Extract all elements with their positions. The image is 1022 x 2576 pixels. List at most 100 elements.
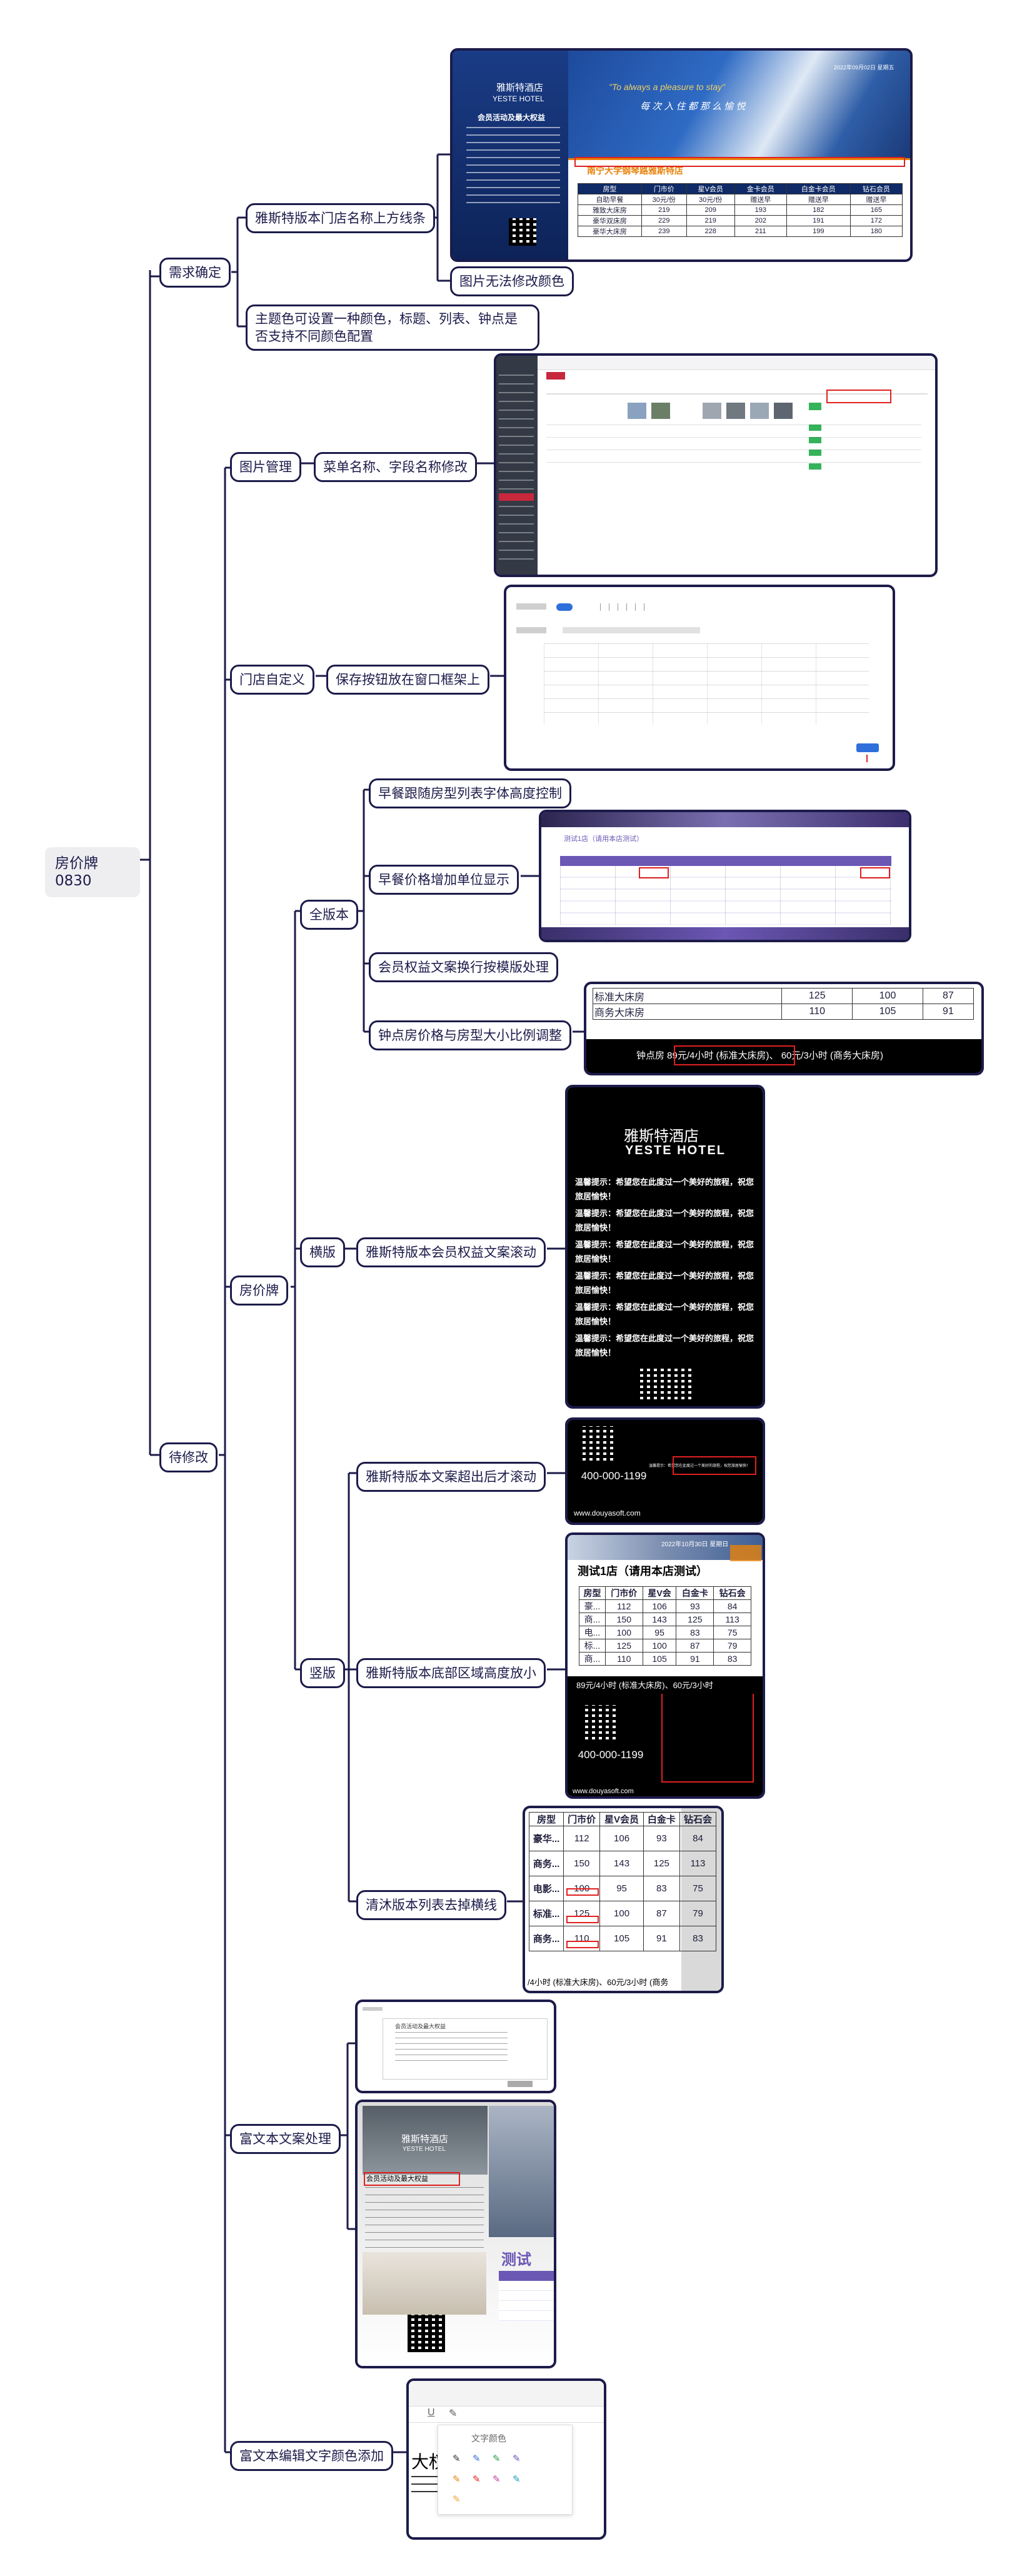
node-breakfast-font-height[interactable]: 早餐跟随房型列表字体高度控制: [369, 778, 571, 808]
node-label: 雅斯特版本门店名称上方线条: [255, 211, 426, 226]
yeste-brand-en: YESTE HOTEL: [625, 1144, 726, 1157]
node-label: 富文本编辑文字颜色添加: [239, 2448, 384, 2463]
node-yeste-member-scroll[interactable]: 雅斯特版本会员权益文案滚动: [356, 1237, 546, 1267]
node-label: 待修改: [169, 1450, 208, 1465]
node-label: 全版本: [309, 907, 349, 922]
color-swatch-icon[interactable]: ✎: [493, 2474, 501, 2485]
highlight-row-line-2: [566, 1916, 599, 1923]
board-title: 会员活动及最大权益: [366, 2175, 428, 2183]
yeste-brand: 雅斯特酒店: [496, 83, 544, 93]
scroll-notice: 温馨提示：希望您在此度过一个美好的旅程，祝您旅居愉快！: [649, 1464, 751, 1468]
color-swatch-icon[interactable]: ✎: [453, 2453, 461, 2464]
node-image-color-unchangeable[interactable]: 图片无法修改颜色: [450, 266, 574, 296]
qr-code: [408, 2315, 445, 2352]
node-label: 会员权益文案换行按模版处理: [378, 960, 549, 975]
node-theme-color-config[interactable]: 主题色可设置一种颜色，标题、列表、钟点是否支持不同颜色配置: [246, 304, 539, 351]
color-swatch-icon[interactable]: ✎: [473, 2453, 481, 2464]
highlight-row-line-3: [566, 1941, 599, 1948]
orange-line-above-store-name: [568, 158, 910, 160]
screenshot-footer-scroll: 400-000-1199 www.douyasoft.com 温馨提示：希望您在…: [565, 1417, 765, 1525]
node-label: 菜单名称、字段名称修改: [323, 460, 468, 475]
test-title: 测试: [501, 2251, 531, 2268]
node-requirements-confirmed[interactable]: 需求确定: [159, 258, 231, 288]
node-label: 早餐跟随房型列表字体高度控制: [378, 786, 562, 801]
node-rich-text-color[interactable]: 富文本编辑文字颜色添加: [230, 2441, 393, 2471]
editor-title: 会员活动及最大权益: [395, 2023, 446, 2030]
node-label: 主题色可设置一种颜色，标题、列表、钟点是否支持不同颜色配置: [255, 311, 518, 344]
node-store-customization[interactable]: 门店自定义: [230, 665, 314, 695]
yeste-brand-en: YESTE HOTEL: [403, 2146, 446, 2153]
color-swatch-icon[interactable]: ✎: [453, 2474, 461, 2485]
hourly-price-text: 89元/4小时 (标准大床房)、60元/3小时: [576, 1681, 713, 1690]
screenshot-text-color-panel: U ✎ 大权 文字颜色 ✎ ✎ ✎ ✎ ✎ ✎ ✎ ✎ ✎: [406, 2378, 606, 2540]
phone-number: 400-000-1199: [578, 1749, 644, 1761]
node-save-button-on-frame[interactable]: 保存按钮放在窗口框架上: [326, 665, 489, 695]
root-node[interactable]: 房价牌0830: [45, 847, 140, 897]
node-label: 雅斯特版本会员权益文案滚动: [366, 1245, 536, 1260]
node-label: 房价牌: [239, 1283, 279, 1298]
node-label: 清沐版本列表去掉横线: [366, 1898, 497, 1913]
node-label: 钟点房价格与房型大小比例调整: [378, 1028, 562, 1043]
highlight-row-line-1: [566, 1888, 599, 1896]
tip-line-5: 温馨提示：希望您在此度过一个美好的旅程，祝您旅居愉快！: [575, 1302, 754, 1326]
website: www.douyasoft.com: [573, 1788, 634, 1795]
benefits-title: 会员活动及最大权益: [478, 113, 546, 122]
node-price-board[interactable]: 房价牌: [230, 1275, 288, 1306]
screenshot-rich-text-board: 雅斯特酒店 YESTE HOTEL 会员活动及最大权益 测试: [355, 2100, 556, 2368]
phone-number: 400-000-1199: [581, 1470, 647, 1482]
node-qingmu-remove-lines[interactable]: 清沐版本列表去掉横线: [356, 1890, 506, 1920]
board-title: 测试1店（请用本店测试）: [578, 1565, 708, 1577]
node-yeste-line-above-store-name[interactable]: 雅斯特版本门店名称上方线条: [246, 203, 435, 233]
color-swatch-icon[interactable]: ✎: [513, 2474, 521, 2485]
board-date: 2022年10月30日 星期日: [661, 1541, 729, 1548]
highlight-title-box: [364, 2172, 460, 2186]
node-label: 图片管理: [239, 460, 292, 475]
node-rich-text-processing[interactable]: 富文本文案处理: [230, 2124, 341, 2154]
color-swatch-icon[interactable]: ✎: [493, 2453, 501, 2464]
node-label: 需求确定: [169, 265, 221, 280]
node-to-be-modified[interactable]: 待修改: [159, 1442, 218, 1472]
node-label: 雅斯特版本底部区域高度放小: [366, 1666, 536, 1681]
node-portrait[interactable]: 竖版: [300, 1658, 345, 1688]
tip-line-6: 温馨提示：希望您在此度过一个美好的旅程，祝您旅居愉快！: [575, 1334, 754, 1357]
screenshot-breakfast-unit-board: 测试1店（请用本店测试）: [539, 810, 911, 942]
node-hourly-room-ratio[interactable]: 钟点房价格与房型大小比例调整: [369, 1020, 571, 1050]
node-all-versions[interactable]: 全版本: [300, 900, 358, 930]
color-panel-title: 文字颜色: [471, 2433, 506, 2443]
store-title: 南宁大学钢琴路雅斯特店: [587, 166, 683, 176]
node-image-management[interactable]: 图片管理: [230, 452, 301, 482]
underline-icon[interactable]: U: [428, 2407, 435, 2418]
node-label: 图片无法修改颜色: [459, 274, 564, 289]
node-landscape[interactable]: 横版: [300, 1237, 345, 1267]
node-yeste-bottom-height[interactable]: 雅斯特版本底部区域高度放小: [356, 1658, 546, 1688]
tip-line-3: 温馨提示：希望您在此度过一个美好的旅程，祝您旅居愉快！: [575, 1240, 754, 1264]
node-label: 竖版: [309, 1666, 336, 1681]
color-swatch-icon[interactable]: ✎: [473, 2474, 481, 2485]
highlight-hourly-box: [674, 1045, 795, 1065]
pen-icon[interactable]: ✎: [449, 2408, 458, 2419]
highlight-line-box: [574, 157, 905, 167]
node-yeste-scroll-overflow[interactable]: 雅斯特版本文案超出后才滚动: [356, 1462, 546, 1492]
color-swatch-icon[interactable]: ✎: [513, 2453, 521, 2464]
node-member-text-wrap[interactable]: 会员权益文案换行按模版处理: [369, 952, 558, 982]
yeste-brand-en: YESTE HOTEL: [493, 94, 544, 103]
slogan-en: "To always a pleasure to stay": [609, 82, 726, 92]
node-rename-menu-fields[interactable]: 菜单名称、字段名称修改: [314, 452, 477, 482]
yeste-brand: 雅斯特酒店: [624, 1128, 699, 1145]
screenshot-image-management-admin: [494, 353, 938, 577]
node-label: 门店自定义: [239, 672, 305, 687]
qr-code: [581, 1705, 619, 1743]
color-swatch-icon[interactable]: ✎: [453, 2494, 461, 2505]
board-title: 测试1店（请用本店测试）: [564, 835, 644, 843]
node-label: 保存按钮放在窗口框架上: [336, 672, 480, 687]
hourly-price-text: 钟点房 89元/4小时 (标准大床房)、 60元/3小时 (商务大床房): [636, 1050, 884, 1061]
node-breakfast-price-unit[interactable]: 早餐价格增加单位显示: [369, 865, 519, 895]
screenshot-yeste-landscape-board: 雅斯特酒店 YESTE HOTEL 会员活动及最大权益 2022年09月02日 …: [450, 48, 913, 262]
screenshot-rich-text-editor: 会员活动及最大权益: [355, 2000, 556, 2093]
